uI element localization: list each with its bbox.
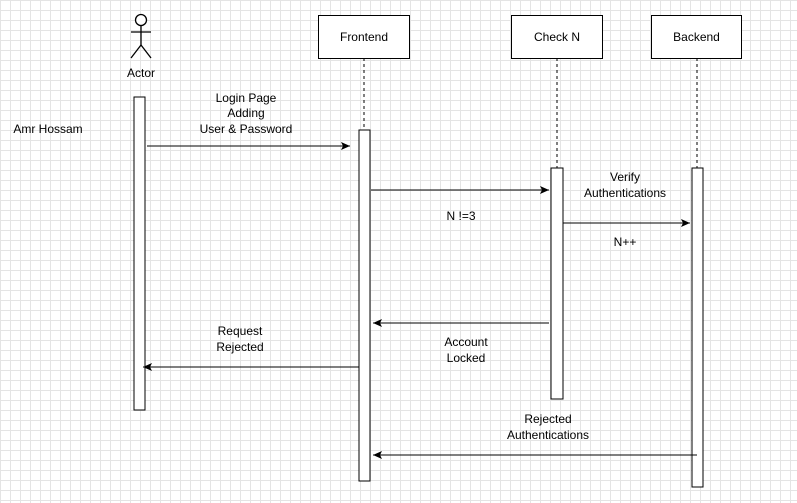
activation-frontend[interactable] (358, 129, 371, 482)
message-login-line: User & Password (199, 122, 293, 136)
message-n-increment-line: N++ (613, 235, 637, 249)
note-author: Amr Hossam (13, 122, 83, 136)
message-rejected-auth-line: Rejected (524, 412, 572, 426)
activation-actor[interactable] (133, 96, 146, 411)
message-login-label: Login Page Adding User & Password (166, 90, 326, 137)
message-login-line: Adding (227, 106, 265, 120)
participant-checkn[interactable]: Check N (511, 15, 603, 59)
message-n-increment-label: N++ (585, 234, 665, 250)
participant-frontend[interactable]: Frontend (318, 15, 410, 59)
message-account-locked-line: Locked (446, 351, 486, 365)
message-account-locked-line: Account (444, 335, 488, 349)
message-request-rejected-label: Request Rejected (190, 323, 290, 355)
message-request-rejected-line: Rejected (216, 340, 264, 354)
message-n-check-line: N !=3 (446, 209, 476, 223)
message-verify-line: Verify (609, 170, 640, 184)
message-account-locked-label: Account Locked (416, 334, 516, 366)
actor-label: Actor (126, 66, 155, 80)
participant-backend[interactable]: Backend (651, 15, 742, 59)
activation-checkn[interactable] (550, 167, 564, 400)
activation-backend[interactable] (691, 167, 704, 488)
message-n-check-label: N !=3 (421, 208, 501, 224)
message-login-line: Login Page (215, 91, 277, 105)
message-rejected-auth-line: Authentications (506, 428, 590, 442)
actor-figure[interactable] (130, 13, 152, 59)
message-verify-line: Authentications (583, 186, 667, 200)
message-verify-label: Verify Authentications (565, 169, 685, 201)
message-request-rejected-line: Request (217, 324, 263, 338)
message-rejected-auth-label: Rejected Authentications (488, 411, 608, 443)
